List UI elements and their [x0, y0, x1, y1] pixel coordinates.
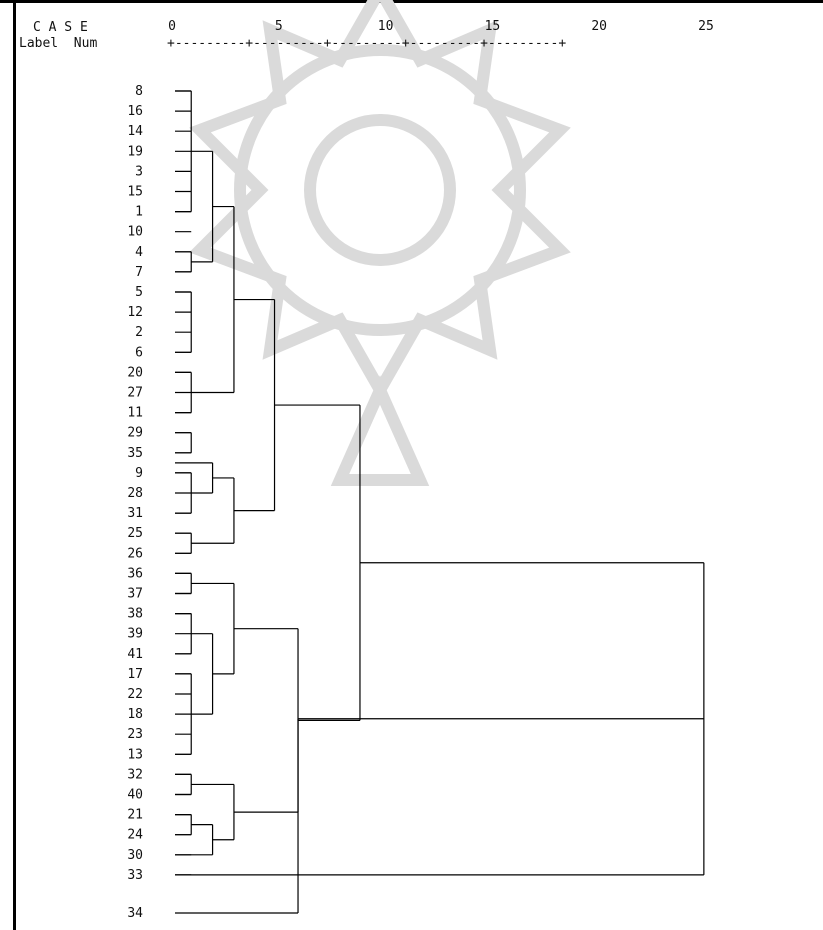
leaf-label: 31	[127, 506, 143, 521]
leaf-label: 11	[127, 406, 143, 421]
leaf-label: 35	[127, 446, 143, 461]
dendrogram-links	[175, 91, 704, 913]
x-tick-label: 15	[485, 19, 501, 34]
leaf-label: 8	[135, 84, 143, 99]
leaf-label: 24	[127, 828, 143, 843]
leaf-label: 20	[127, 365, 143, 380]
leaf-label: 12	[127, 305, 143, 320]
leaf-label: 26	[127, 546, 143, 561]
x-axis-ticks: 0 5 10 15 20 25	[168, 19, 714, 34]
leaf-label: 17	[127, 667, 143, 682]
leaf-label: 18	[127, 707, 143, 722]
leaf-label: 7	[135, 265, 143, 280]
leaf-labels: 8161419315110475122620271129359283125263…	[127, 84, 143, 921]
leaf-label: 39	[127, 627, 143, 642]
x-tick-label: 25	[698, 19, 714, 34]
leaf-label: 1	[135, 205, 143, 220]
leaf-label: 19	[127, 144, 143, 159]
leaf-label: 25	[127, 526, 143, 541]
x-tick-label: 20	[591, 19, 607, 34]
leaf-label: 10	[127, 225, 143, 240]
leaf-label: 9	[135, 466, 143, 481]
leaf-label: 16	[127, 104, 143, 119]
x-tick-label: 5	[275, 19, 283, 34]
leaf-label: 27	[127, 386, 143, 401]
leaf-label: 30	[127, 848, 143, 863]
leaf-label: 32	[127, 767, 143, 782]
leaf-label: 3	[135, 164, 143, 179]
leaf-label: 2	[135, 325, 143, 340]
leaf-label: 41	[127, 647, 143, 662]
leaf-label: 33	[127, 868, 143, 883]
leaf-label: 21	[127, 808, 143, 823]
leaf-label: 6	[135, 345, 143, 360]
leaf-label: 29	[127, 426, 143, 441]
x-tick-label: 10	[378, 19, 394, 34]
leaf-label: 40	[127, 788, 143, 803]
leaf-label: 14	[127, 124, 143, 139]
leaf-label: 5	[135, 285, 143, 300]
x-tick-label: 0	[168, 19, 176, 34]
leaf-label: 38	[127, 607, 143, 622]
leaf-label: 4	[135, 245, 143, 260]
leaf-label: 13	[127, 747, 143, 762]
leaf-label: 36	[127, 566, 143, 581]
leaf-label: 28	[127, 486, 143, 501]
leaf-label: 22	[127, 687, 143, 702]
leaf-label: 37	[127, 587, 143, 602]
leaf-label: 34	[127, 906, 143, 921]
leaf-label: 23	[127, 727, 143, 742]
leaf-label: 15	[127, 185, 143, 200]
